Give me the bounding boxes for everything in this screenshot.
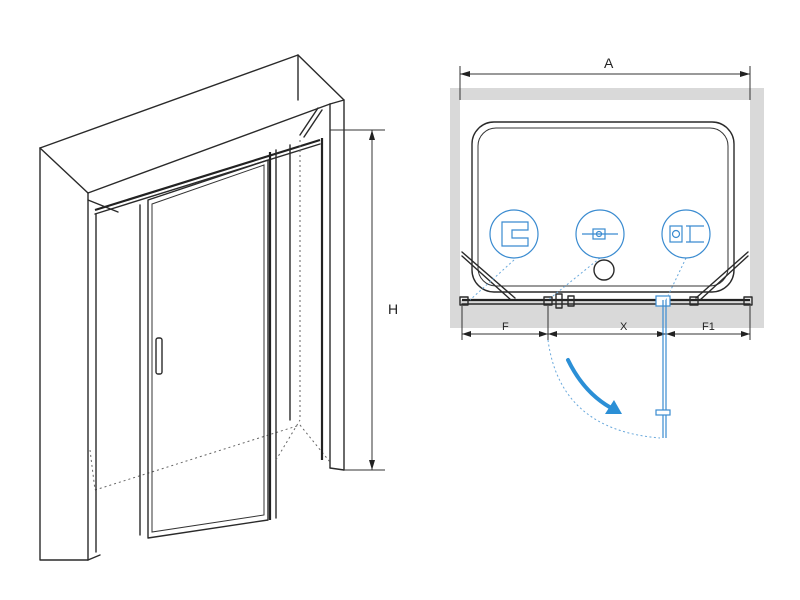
wall-outline-back xyxy=(39,54,345,471)
door-opening-label: X xyxy=(620,321,628,333)
wall-profile-detail-icon xyxy=(489,209,539,259)
drain-icon xyxy=(593,259,615,281)
top-rail xyxy=(94,138,321,212)
fixed-right-label: F1 xyxy=(702,321,715,333)
detail-3-pivot xyxy=(671,229,681,239)
shower-area xyxy=(460,100,750,300)
wall-top-right xyxy=(329,99,345,105)
dim-arrow-6 xyxy=(741,331,750,337)
arrow-head-icon xyxy=(605,400,622,414)
door-panel-inner xyxy=(151,164,265,533)
support-arm-left-2 xyxy=(461,255,512,301)
detail-2-clip xyxy=(592,228,606,240)
connector-right xyxy=(689,296,699,306)
rail-support-left xyxy=(87,199,119,213)
detail-1-leader xyxy=(469,259,515,301)
height-label: H xyxy=(388,301,398,317)
door-handle xyxy=(155,337,163,375)
floor-left xyxy=(87,554,101,561)
fixed-left-label: F xyxy=(502,321,509,333)
door-swing-arc xyxy=(547,339,661,439)
tray-inner xyxy=(477,127,729,287)
floor-dash-1 xyxy=(94,424,301,491)
detail-2-leader xyxy=(547,257,601,301)
wall-inner-top-edge xyxy=(87,103,331,194)
detail-1-profile xyxy=(501,221,529,247)
connector-left xyxy=(543,296,553,306)
detail-3-body-left xyxy=(669,225,683,243)
rail-support-right xyxy=(299,107,319,136)
top-rail-lower xyxy=(94,143,321,215)
width-label: A xyxy=(604,55,614,71)
rail-support-right-2 xyxy=(303,109,323,138)
dim-arrow-1 xyxy=(462,331,471,337)
tray-outline xyxy=(471,121,735,293)
dim-arrow-4 xyxy=(657,331,666,337)
connector-post-2 xyxy=(567,295,575,307)
dim-a-arrow-right xyxy=(740,71,750,77)
dim-a-arrow-left xyxy=(460,71,470,77)
wall-profile-right xyxy=(743,296,753,306)
wall-bottom-right xyxy=(329,467,345,471)
door-panel xyxy=(147,159,269,539)
dim-arrow-2 xyxy=(539,331,548,337)
dim-h-arrow-top xyxy=(369,130,375,140)
dim-arrow-5 xyxy=(666,331,675,337)
floor-dash-3 xyxy=(89,449,96,491)
support-arm-left xyxy=(461,251,516,299)
connector-post xyxy=(555,293,563,309)
wall-profile-left xyxy=(459,296,469,306)
wall-outline-left xyxy=(39,147,89,561)
dim-arrow-3 xyxy=(548,331,557,337)
support-arm-right xyxy=(695,251,749,299)
support-arm-right-2 xyxy=(699,255,749,301)
detail-3-leader xyxy=(665,257,687,301)
dim-h-arrow-bottom xyxy=(369,460,375,470)
detail-2-pin xyxy=(595,230,603,238)
open-door-handle xyxy=(655,409,671,416)
door-hinge-detail-icon xyxy=(661,209,711,259)
wall-top-left-edge xyxy=(39,147,89,194)
detail-3-body-right xyxy=(686,225,704,243)
